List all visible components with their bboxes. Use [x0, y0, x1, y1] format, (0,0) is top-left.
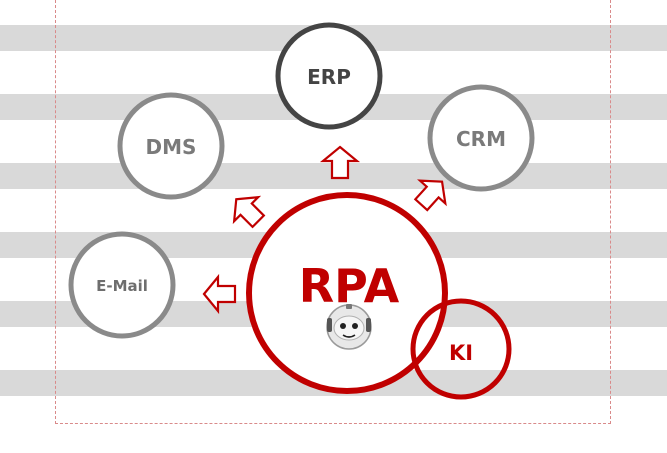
arrow-to-email	[202, 273, 237, 315]
email-label: E-Mail	[96, 277, 148, 295]
crm-node: CRM	[427, 84, 535, 192]
dms-label: DMS	[146, 135, 197, 159]
ki-node: KI	[410, 298, 512, 400]
email-node: E-Mail	[68, 231, 176, 339]
robot-face-icon	[326, 304, 372, 350]
dms-node: DMS	[117, 92, 225, 200]
erp-label: ERP	[307, 65, 351, 89]
crm-label: CRM	[456, 127, 506, 151]
erp-node: ERP	[275, 22, 383, 130]
dashed-frame	[55, 0, 611, 424]
arrow-to-erp	[319, 145, 361, 180]
arrow-to-crm	[413, 179, 447, 212]
ki-label: KI	[449, 341, 473, 365]
arrow-to-dms	[232, 195, 266, 229]
